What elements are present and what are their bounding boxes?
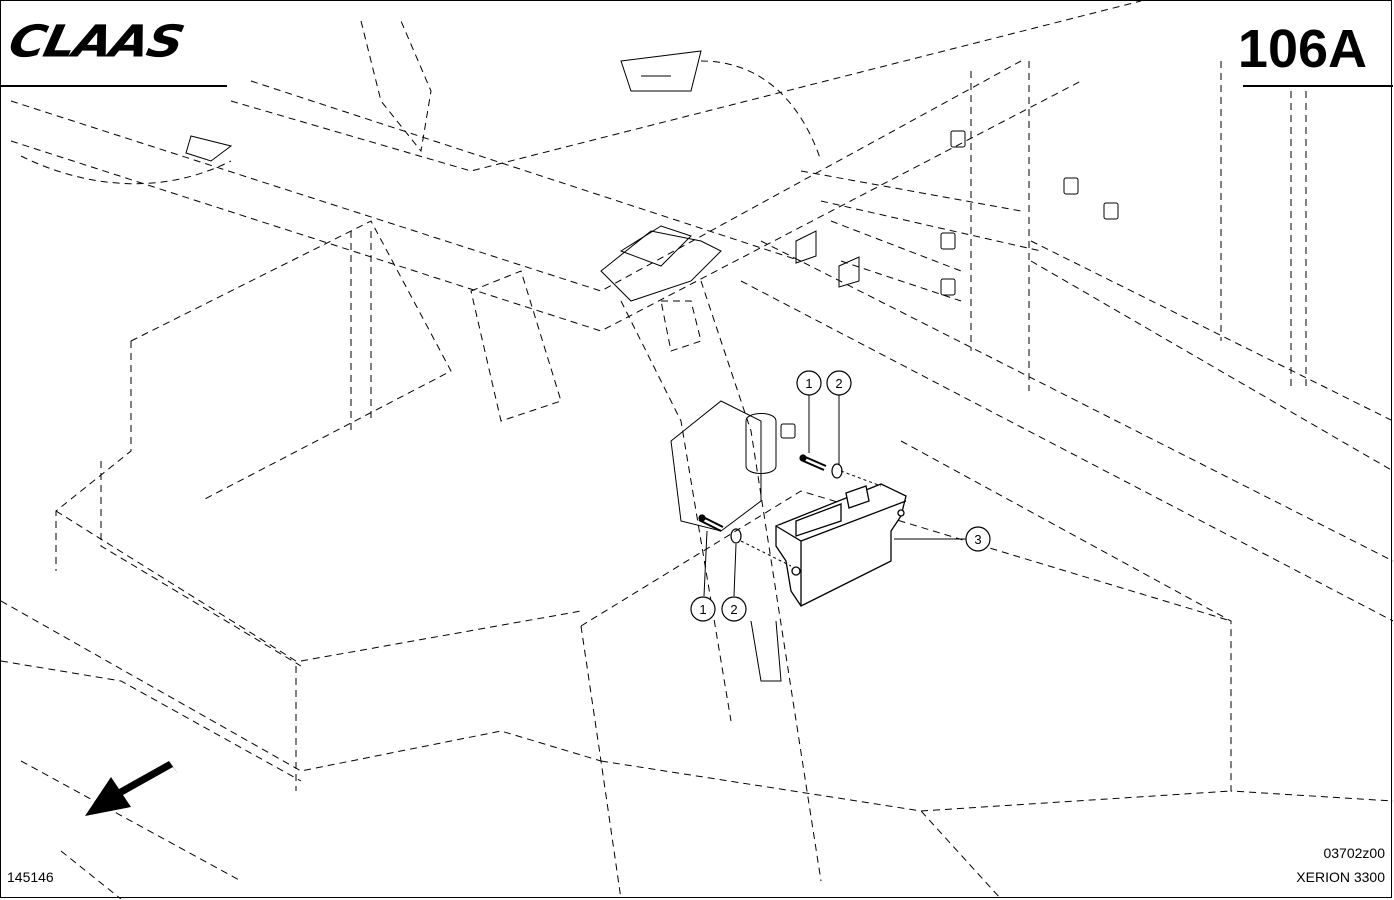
callout-1-lower: 1 — [690, 596, 716, 622]
callout-1-upper: 1 — [796, 370, 822, 396]
drawing-code: 03702z00 — [1323, 845, 1385, 861]
page-number-underline — [1243, 85, 1393, 87]
logo-underline — [1, 85, 227, 87]
control-unit-part-3 — [775, 483, 907, 607]
support-pillar — [600, 225, 822, 882]
arrow-down-left-icon — [85, 761, 179, 816]
brand-logo: CLAAS — [4, 16, 188, 68]
page-number: 106A — [1237, 19, 1367, 79]
figure-id: 145146 — [7, 869, 54, 885]
callout-2-lower: 2 — [721, 596, 747, 622]
callout-number: 2 — [730, 602, 737, 617]
callout-number: 2 — [835, 376, 842, 391]
callout-number: 1 — [699, 602, 706, 617]
callout-3: 3 — [965, 526, 991, 552]
leader-lines — [703, 395, 966, 597]
hardware-nuts — [780, 130, 1119, 439]
bolts-and-washers — [698, 454, 843, 544]
model-name: XERION 3300 — [1296, 869, 1385, 885]
callout-number: 1 — [805, 376, 812, 391]
callout-number: 3 — [974, 532, 981, 547]
callout-2-upper: 2 — [826, 370, 852, 396]
